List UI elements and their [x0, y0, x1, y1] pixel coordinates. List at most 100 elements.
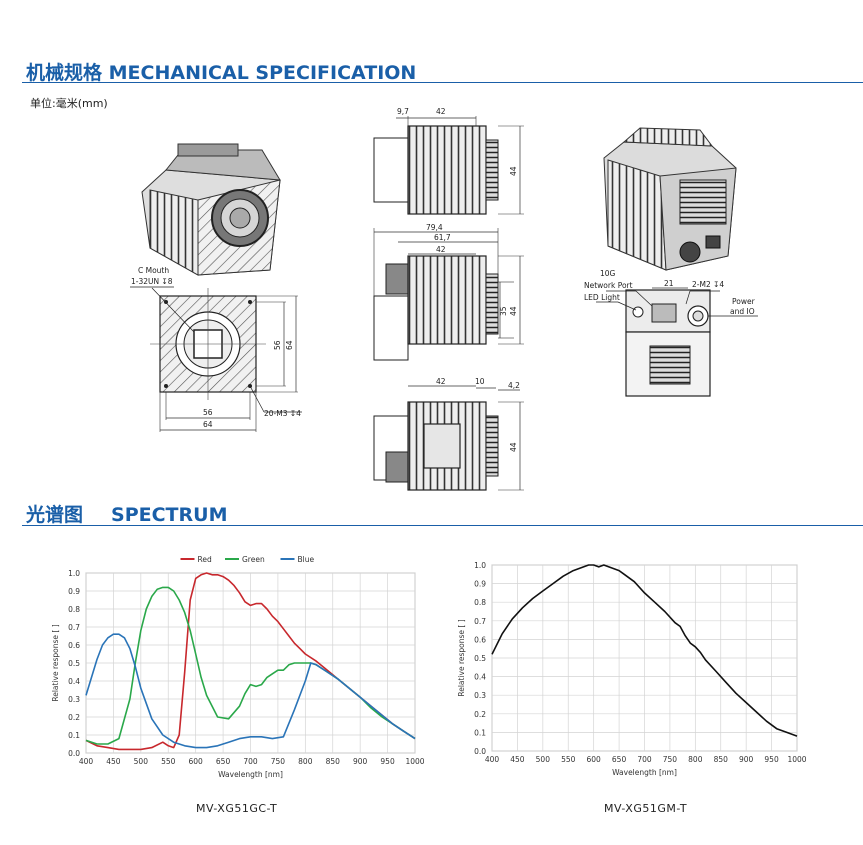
dim-top-44: 44: [509, 166, 518, 176]
mechanical-section-title: 机械规格 MECHANICAL SPECIFICATION: [26, 58, 416, 85]
dim-front-width-outer: 64: [203, 420, 213, 429]
x-tick-label: 800: [688, 755, 703, 764]
x-tick-label: 650: [612, 755, 627, 764]
bottom-view: [373, 385, 524, 491]
mechanical-title-en: MECHANICAL SPECIFICATION: [108, 62, 417, 84]
unit-label: 单位:毫米(mm): [30, 97, 108, 110]
y-tick-label: 0.2: [474, 710, 486, 719]
callout-thread: 1-32UN ↧8: [131, 277, 173, 286]
x-tick-label: 700: [243, 757, 258, 766]
x-tick-label: 600: [587, 755, 602, 764]
callout-mount-holes: 20-M3 ↧4: [264, 409, 301, 418]
y-tick-label: 0.2: [68, 713, 80, 722]
y-tick-label: 0.7: [474, 617, 486, 626]
y-tick-label: 0.3: [474, 691, 486, 700]
x-tick-label: 550: [161, 757, 176, 766]
y-tick-label: 0.0: [474, 747, 486, 756]
legend-label-blue: Blue: [298, 555, 315, 564]
y-tick-label: 0.4: [68, 677, 80, 686]
y-axis-label: Relative response [ ]: [51, 624, 60, 701]
callout-c-mouth: C Mouth: [138, 266, 169, 275]
dim-bottom-10: 10: [475, 377, 485, 386]
dim-top-42: 42: [436, 107, 446, 116]
x-tick-label: 850: [326, 757, 341, 766]
y-tick-label: 0.8: [474, 598, 486, 607]
y-tick-label: 1.0: [474, 561, 486, 570]
x-tick-label: 700: [637, 755, 652, 764]
y-tick-label: 0.4: [474, 673, 486, 682]
x-tick-label: 500: [536, 755, 551, 764]
dim-bottom-42: 42: [436, 377, 446, 386]
dim-rear-21: 21: [664, 279, 674, 288]
x-tick-label: 400: [79, 757, 94, 766]
y-tick-label: 0.8: [68, 605, 80, 614]
legend-label-green: Green: [242, 555, 265, 564]
y-tick-label: 0.5: [68, 659, 80, 668]
x-tick-label: 900: [353, 757, 368, 766]
series-line-blue: [85, 633, 416, 749]
x-tick-label: 900: [739, 755, 754, 764]
dim-side-617: 61,7: [434, 233, 451, 242]
x-tick-label: 550: [561, 755, 576, 764]
dim-bottom-44: 44: [509, 442, 518, 452]
y-tick-label: 0.0: [68, 749, 80, 758]
y-tick-label: 0.9: [474, 580, 486, 589]
y-tick-label: 0.7: [68, 623, 80, 632]
dim-front-height-outer: 64: [285, 340, 294, 350]
top-view: [373, 116, 524, 215]
dim-front-width-inner: 56: [203, 408, 213, 417]
y-tick-label: 0.5: [474, 654, 486, 663]
y-tick-label: 0.3: [68, 695, 80, 704]
caption-color-model: MV-XG51GC-T: [196, 802, 278, 815]
y-tick-label: 0.1: [68, 731, 80, 740]
dim-top-97: 9,7: [397, 107, 409, 116]
series-line: [491, 564, 798, 737]
x-tick-label: 1000: [787, 755, 806, 764]
x-tick-label: 950: [380, 757, 395, 766]
spectrum-title-cn: 光谱图: [26, 504, 84, 526]
y-axis-label: Relative response [ ]: [457, 619, 466, 696]
y-tick-label: 0.6: [474, 635, 486, 644]
spectrum-title-rule: [22, 525, 863, 526]
x-tick-label: 400: [485, 755, 500, 764]
callout-and-io: and IO: [730, 307, 755, 316]
iso-camera-rear: [603, 127, 737, 271]
y-tick-label: 0.6: [68, 641, 80, 650]
y-tick-label: 1.0: [68, 569, 80, 578]
callout-10g: 10G: [600, 269, 616, 278]
callout-m2-holes: 2-M2 ↧4: [692, 280, 724, 289]
x-tick-label: 950: [764, 755, 779, 764]
x-tick-label: 800: [298, 757, 313, 766]
callout-power: Power: [732, 297, 756, 306]
dim-side-35: 35: [499, 306, 508, 316]
x-tick-label: 600: [189, 757, 204, 766]
dim-bottom-42b: 4,2: [508, 381, 520, 390]
dim-front-height-inner: 56: [273, 340, 282, 350]
x-tick-label: 850: [714, 755, 729, 764]
x-tick-label: 1000: [405, 757, 424, 766]
callout-network-port: Network Port: [584, 281, 633, 290]
mechanical-title-cn: 机械规格: [26, 62, 103, 84]
x-axis-label: Wavelength [nm]: [612, 768, 677, 777]
caption-mono-model: MV-XG51GM-T: [604, 802, 688, 815]
iso-camera-front: [141, 143, 281, 276]
dim-side-42: 42: [436, 245, 446, 254]
x-tick-label: 650: [216, 757, 231, 766]
legend-label-red: Red: [198, 555, 212, 564]
dim-side-44: 44: [509, 306, 518, 316]
side-view: [373, 228, 524, 361]
x-tick-label: 750: [663, 755, 678, 764]
mechanical-title-rule: [22, 82, 863, 83]
callout-led-light: LED Light: [584, 293, 620, 302]
x-tick-label: 450: [510, 755, 525, 764]
x-tick-label: 750: [271, 757, 286, 766]
x-tick-label: 500: [134, 757, 149, 766]
spectrum-title-en: SPECTRUM: [111, 504, 228, 526]
rear-view: [596, 287, 758, 397]
dim-side-794: 79,4: [426, 223, 443, 232]
front-view: [130, 286, 302, 432]
x-tick-label: 450: [106, 757, 121, 766]
y-tick-label: 0.9: [68, 587, 80, 596]
